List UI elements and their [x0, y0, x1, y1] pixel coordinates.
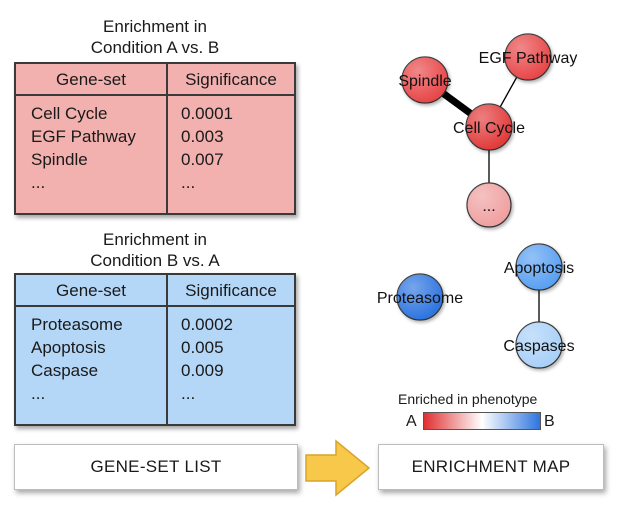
table-header: Gene-set Significance [16, 64, 294, 96]
significance-column-header: Significance [185, 70, 277, 89]
table-rows: Cell Cycle 0.0001 EGF Pathway 0.003 Spin… [16, 104, 294, 196]
gene-set-name: EGF Pathway [31, 127, 136, 146]
gene-set-list-box: GENE-SET LIST [14, 444, 298, 490]
significance-value: 0.009 [181, 361, 224, 380]
network-node-spindle: Spindle [398, 56, 452, 104]
column-divider [166, 275, 168, 424]
node-highlight [466, 104, 512, 150]
table-b-caption-line2: Condition B vs. A [90, 251, 220, 270]
node-label: ... [482, 198, 495, 215]
table-a-caption: Enrichment in Condition A vs. B [15, 16, 295, 58]
table-row: Apoptosis 0.005 [16, 338, 294, 361]
node-label: Spindle [398, 73, 451, 90]
node-highlight [505, 34, 551, 80]
node-highlight [402, 57, 448, 103]
table-row: EGF Pathway 0.003 [16, 127, 294, 150]
significance-value: 0.0001 [181, 104, 233, 123]
network-node-egf: EGF Pathway [479, 33, 578, 81]
node-label: Apoptosis [504, 260, 574, 277]
phenotype-legend: Enriched in phenotype A B [380, 388, 580, 436]
legend-title: Enriched in phenotype [398, 391, 538, 407]
table-row: Caspase 0.009 [16, 361, 294, 384]
gene-set-name: Proteasome [31, 315, 123, 334]
node-label: Cell Cycle [453, 120, 525, 137]
gene-set-table-b: Gene-set Significance Proteasome 0.0002 … [14, 273, 296, 426]
significance-value: 0.003 [181, 127, 224, 146]
gene-set-name: ... [31, 384, 46, 403]
network-node-apoptosis: Apoptosis [504, 243, 574, 291]
gene-set-name: Caspase [31, 361, 99, 380]
network-node-proteasome: Proteasome [377, 273, 463, 321]
gene-set-column-header: Gene-set [56, 70, 126, 89]
table-rows: Proteasome 0.0002 Apoptosis 0.005 Caspas… [16, 315, 294, 407]
node-highlight [516, 322, 562, 368]
network-node-caspases: Caspases [503, 321, 575, 369]
legend-gradient-bar [423, 412, 541, 430]
arrow-icon [305, 439, 371, 497]
table-b-caption: Enrichment in Condition B vs. A [15, 229, 295, 271]
column-divider [166, 64, 168, 213]
table-header: Gene-set Significance [16, 275, 294, 307]
table-row: Cell Cycle 0.0001 [16, 104, 294, 127]
gene-set-column-header: Gene-set [56, 281, 126, 300]
significance-value: ... [181, 384, 196, 403]
network-node-cellcycle: Cell Cycle [453, 103, 525, 151]
gene-set-table-a: Gene-set Significance Cell Cycle 0.0001 … [14, 62, 296, 215]
node-label: Caspases [503, 338, 574, 355]
significance-value: 0.007 [181, 150, 224, 169]
gene-set-name: Apoptosis [31, 338, 106, 357]
node-label: EGF Pathway [479, 50, 578, 67]
significance-value: ... [181, 173, 196, 192]
table-a-caption-line2: Condition A vs. B [90, 38, 220, 57]
node-highlight [516, 244, 562, 290]
table-row: Proteasome 0.0002 [16, 315, 294, 338]
legend-left-label: A [406, 413, 417, 430]
significance-value: 0.0002 [181, 315, 233, 334]
table-a-caption-line1: Enrichment in [103, 17, 207, 36]
legend-right-label: B [544, 413, 555, 430]
table-row: ... ... [16, 173, 294, 196]
gene-set-name: Cell Cycle [31, 104, 108, 123]
enrichment-map-box: ENRICHMENT MAP [378, 444, 604, 490]
gene-set-name: ... [31, 173, 46, 192]
node-label: Proteasome [377, 290, 463, 307]
significance-column-header: Significance [185, 281, 277, 300]
significance-value: 0.005 [181, 338, 224, 357]
table-row: ... ... [16, 384, 294, 407]
gene-set-name: Spindle [31, 150, 88, 169]
node-highlight [467, 183, 511, 227]
table-b-caption-line1: Enrichment in [103, 230, 207, 249]
table-row: Spindle 0.007 [16, 150, 294, 173]
node-highlight [397, 274, 443, 320]
network-node-more: ... [466, 182, 512, 228]
